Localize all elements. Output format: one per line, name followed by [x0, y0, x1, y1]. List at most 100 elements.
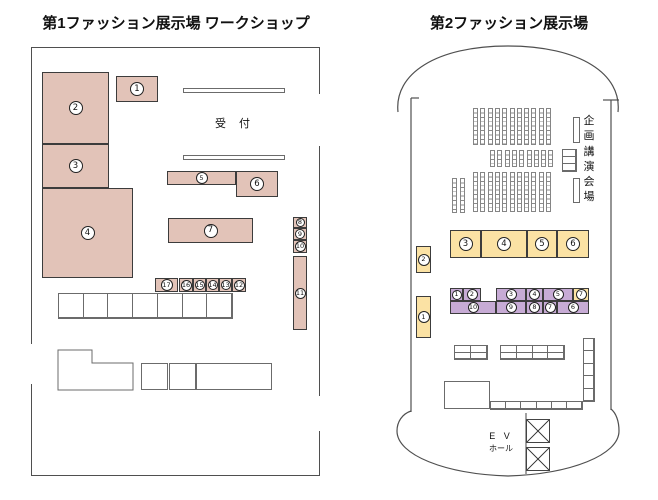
- room-rect: [573, 178, 580, 203]
- booth-hall2-7: 7: [543, 301, 557, 314]
- seat-row-column: [459, 178, 465, 213]
- grid-cell: [108, 294, 134, 318]
- grid-cell: [471, 346, 487, 353]
- booth-hall1-13: 13: [219, 278, 232, 292]
- booth-hall2-5: 5: [527, 230, 557, 258]
- grid-cell: [207, 294, 232, 318]
- grid-cell: [584, 339, 594, 352]
- booth-number: 1: [130, 82, 144, 96]
- booth-hall2-6: 6: [557, 301, 589, 314]
- hall1-border: [31, 47, 320, 476]
- seat-row-column: [452, 178, 457, 213]
- booth-number: 3: [68, 159, 83, 173]
- booth-number: 3: [505, 289, 517, 300]
- booth-number: 13: [220, 280, 231, 290]
- booth-hall1-1: 1: [116, 76, 158, 102]
- seat-row-column: [502, 172, 508, 212]
- booth-hall1-14: 14: [206, 278, 219, 292]
- seat-row-column: [526, 150, 532, 167]
- booth-hall1-3: 3: [42, 144, 109, 188]
- grid-cell: [532, 352, 549, 359]
- seat-row-column: [541, 150, 547, 167]
- seat-row-column: [524, 172, 530, 212]
- booth-number: 6: [566, 237, 580, 251]
- table-grid: [562, 149, 577, 172]
- ev-hall-label-line2: ホール: [489, 443, 513, 453]
- booth-number: 6: [250, 177, 264, 191]
- room-rect: [183, 88, 285, 93]
- booth-hall2-3: 3: [496, 288, 526, 301]
- grid-cell: [584, 363, 594, 377]
- booth-number: 1: [417, 311, 430, 323]
- grid-cell: [584, 351, 594, 364]
- booth-number: 9: [505, 302, 517, 313]
- room-rect: [169, 363, 196, 390]
- booth-hall2-2: 2: [463, 288, 481, 301]
- seat-row-column: [502, 108, 508, 145]
- booth-number: 7: [544, 302, 556, 313]
- grid-cell: [566, 402, 582, 409]
- grid-cell: [548, 346, 564, 353]
- grid-cell: [83, 294, 109, 318]
- booth-number: 2: [466, 289, 478, 300]
- seat-row-column: [538, 108, 544, 145]
- grid-cell: [506, 402, 522, 409]
- booth-number: 16: [180, 279, 192, 291]
- booth-hall1-2: 2: [42, 72, 109, 144]
- grid-cell: [491, 402, 507, 409]
- booth-number: 5: [552, 289, 564, 300]
- booth-hall2-10: 10: [450, 301, 496, 314]
- grid-cell: [501, 352, 517, 359]
- seat-row-column: [516, 108, 522, 145]
- booth-number: 1: [451, 289, 462, 300]
- table-grid: [58, 293, 233, 319]
- booth-hall1-10: 10: [293, 240, 307, 253]
- grid-cell: [563, 164, 576, 171]
- booth-hall1-15: 15: [193, 278, 206, 292]
- booth-number: 7: [203, 223, 218, 238]
- grid-cell: [182, 294, 208, 318]
- seat-row-column: [533, 150, 539, 167]
- booth-hall2-4: 4: [526, 288, 543, 301]
- seat-row-column: [473, 172, 478, 212]
- grid-cell: [584, 388, 594, 401]
- hall2-title: 第2ファッション展示場: [429, 15, 589, 32]
- booth-number: 11: [294, 287, 306, 299]
- booth-hall1-7: 7: [168, 218, 253, 243]
- seat-row-column: [511, 150, 517, 167]
- seat-row-column: [487, 108, 493, 145]
- seat-row-column: [480, 172, 486, 212]
- seat-row-column: [516, 172, 522, 212]
- seat-row-column: [504, 150, 510, 167]
- booth-hall2-5: 5: [543, 288, 573, 301]
- hall1-title: 第1ファッション展示場 ワークショップ: [42, 15, 310, 32]
- grid-cell: [59, 294, 84, 318]
- seat-row-column: [538, 172, 544, 212]
- grid-cell: [157, 294, 183, 318]
- seat-row-column: [546, 108, 551, 145]
- booth-hall2-3: 3: [450, 230, 481, 258]
- booth-hall1-8: 8: [293, 217, 307, 228]
- room-rect: [444, 381, 490, 409]
- seat-row-column: [509, 108, 515, 145]
- booth-hall2-2: 2: [416, 246, 431, 273]
- reception-label: 受 付: [214, 118, 256, 130]
- seat-row-column: [473, 108, 478, 145]
- seat-row-column: [480, 108, 486, 145]
- room-rect: [183, 155, 285, 160]
- grid-cell: [563, 157, 576, 164]
- booth-number: 3: [458, 237, 473, 251]
- seat-row-column: [548, 150, 554, 167]
- grid-cell: [536, 402, 552, 409]
- seat-row-column: [531, 172, 537, 212]
- grid-cell: [516, 352, 533, 359]
- booth-hall2-4: 4: [481, 230, 527, 258]
- grid-cell: [133, 294, 158, 318]
- grid-cell: [548, 352, 564, 359]
- seat-row-column: [509, 172, 515, 212]
- grid-cell: [516, 346, 533, 353]
- grid-cell: [551, 402, 567, 409]
- booth-number: 5: [195, 172, 208, 184]
- booth-hall1-4: 4: [42, 188, 133, 278]
- seat-row-column: [546, 172, 551, 212]
